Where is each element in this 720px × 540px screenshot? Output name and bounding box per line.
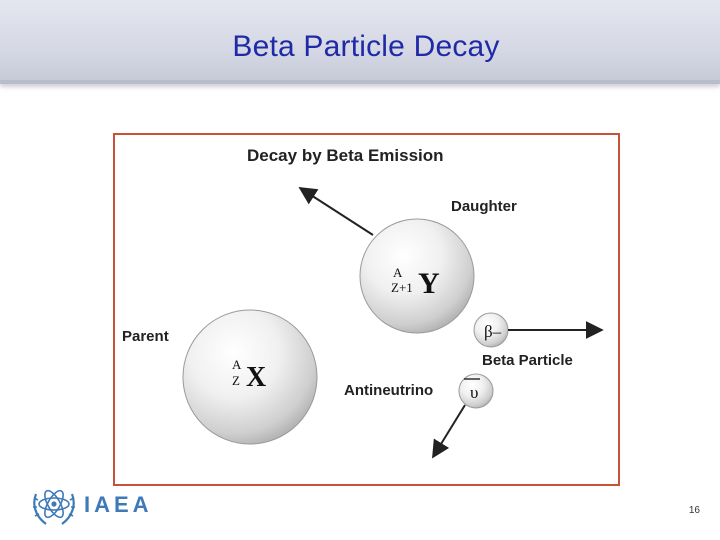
diagram-heading: Decay by Beta Emission <box>247 146 444 165</box>
parent-nucleus: A Z X <box>182 309 318 445</box>
daughter-symbol: Y <box>418 267 440 300</box>
daughter-sphere <box>359 218 475 334</box>
diagram-canvas: Decay by Beta Emission Daughter A Z+1 Y … <box>122 146 604 459</box>
parent-symbol: X <box>246 362 266 393</box>
parent-mass-number: A <box>232 357 242 372</box>
antineutrino: υ <box>458 373 494 409</box>
beta-symbol: β– <box>484 322 502 341</box>
beta-particle-label: Beta Particle <box>482 352 573 369</box>
parent-sphere <box>182 309 318 445</box>
iaea-logo-text: IAEA <box>84 492 153 517</box>
beta-decay-diagram: Decay by Beta Emission Daughter A Z+1 Y … <box>113 133 620 486</box>
parent-atomic-number: Z <box>232 373 240 388</box>
daughter-mass-number: A <box>393 265 403 280</box>
iaea-atom-logo-icon <box>33 489 75 525</box>
slide-title: Beta Particle Decay <box>232 30 500 63</box>
parent-label: Parent <box>122 328 169 345</box>
daughter-recoil-arrow <box>298 187 374 236</box>
antineutrino-label: Antineutrino <box>344 382 433 399</box>
antineutrino-symbol: υ <box>470 383 478 402</box>
daughter-atomic-number: Z+1 <box>391 280 413 295</box>
antineutrino-arrow <box>432 404 466 459</box>
page-number: 16 <box>688 505 700 516</box>
title-band <box>0 0 720 84</box>
antineutrino-sphere <box>458 373 494 409</box>
daughter-label: Daughter <box>451 198 517 215</box>
daughter-nucleus: A Z+1 Y <box>359 218 475 334</box>
beta-particle: β– <box>473 312 509 348</box>
